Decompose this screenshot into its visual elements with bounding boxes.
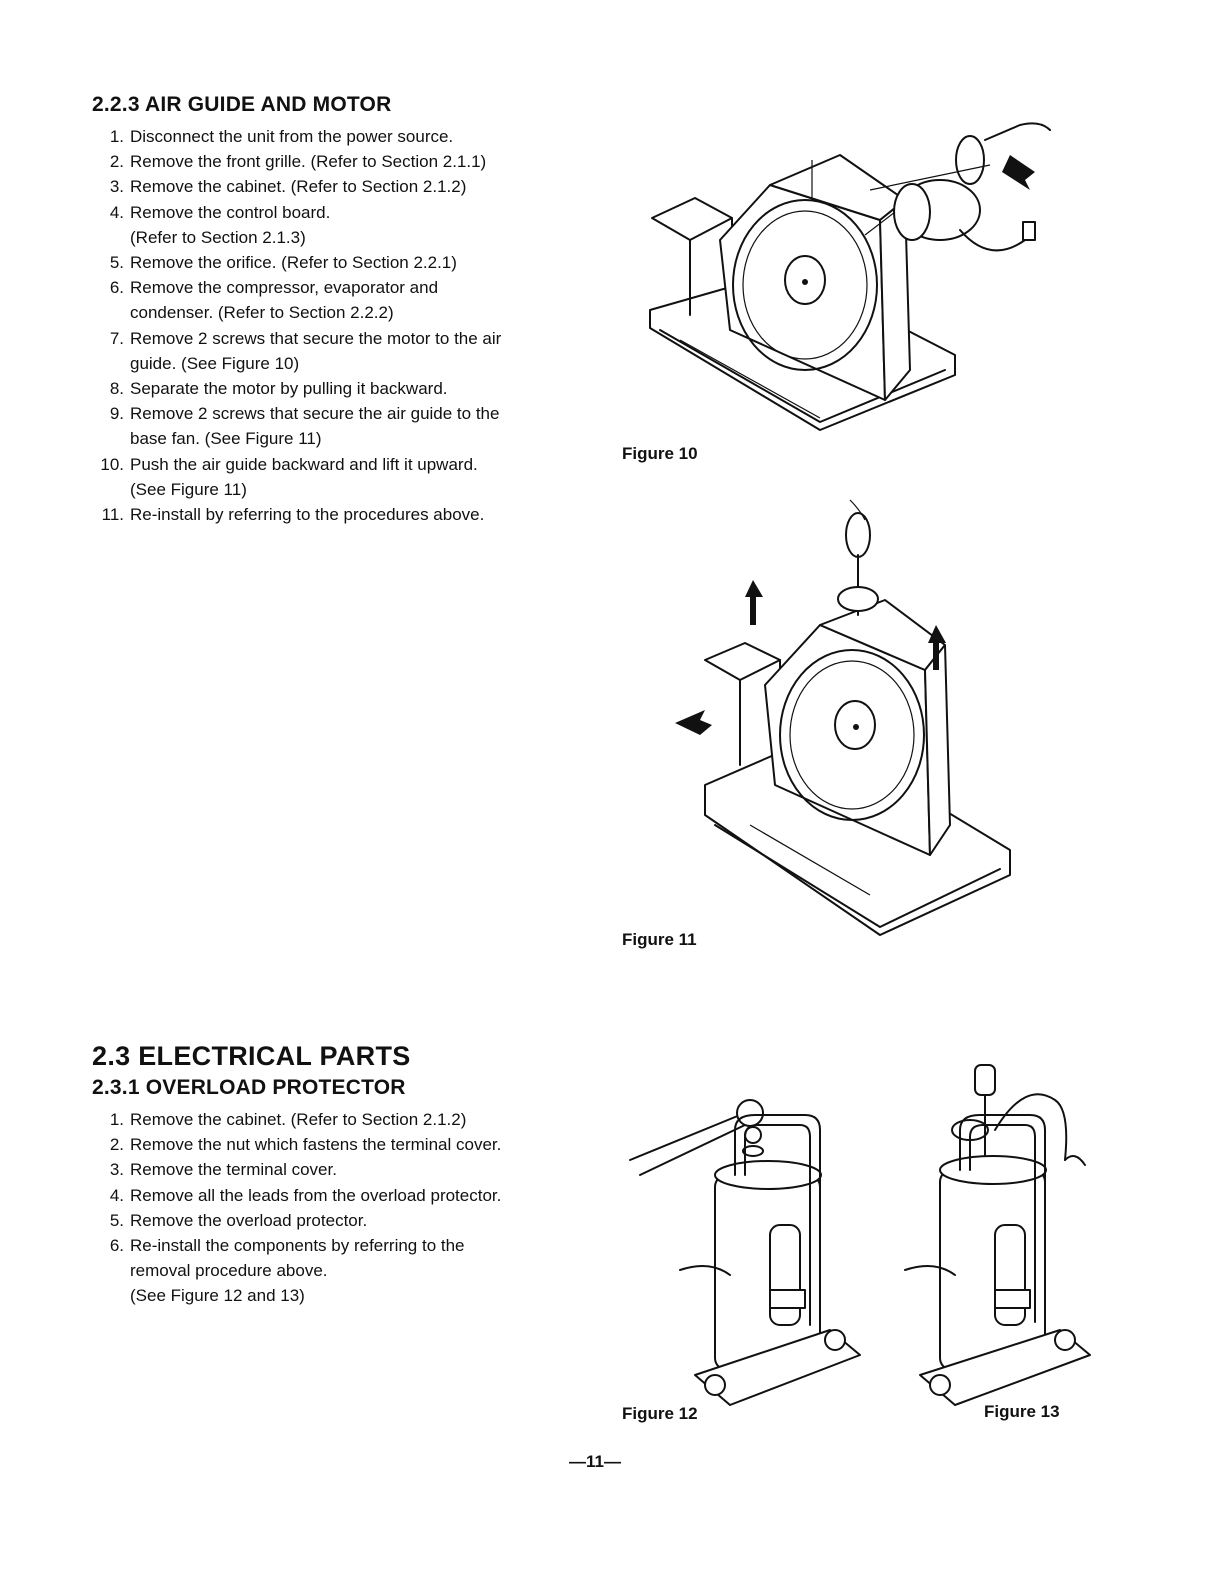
step-text: Re-install by referring to the procedure… [130,505,485,525]
step-number: 2. [109,1135,124,1155]
step-number: 2. [109,152,124,172]
step-item: 4. Remove all the leads from the overload… [100,1183,580,1208]
step-text: Re-install the components by referring t… [130,1236,465,1306]
step-number: 3. [109,1160,124,1180]
step-item: 7. Remove 2 screws that secure the motor … [100,326,580,376]
step-number: 6. [109,278,124,298]
step-item: 2. Remove the nut which fastens the termi… [100,1132,580,1157]
step-text: Disconnect the unit from the power sourc… [130,127,454,146]
step-text: Remove the nut which fastens the termina… [130,1135,502,1155]
step-text: Remove the terminal cover. [130,1160,337,1180]
step-text: Remove the compressor, evaporator and co… [130,278,439,323]
step-item: 3. Remove the cabinet. (Refer to Section … [100,174,580,199]
step-item: 1. Remove the cabinet. (Refer to Section … [100,1107,580,1132]
step-item: 1. Disconnect the unit from the power sou… [100,124,580,149]
step-number: 5. [109,1210,124,1230]
step-number: 10. [100,454,124,474]
figure-13-caption: Figure 13 [984,1402,1060,1421]
air-guide-motor-steps: 1. Disconnect the unit from the power sou… [100,124,580,527]
step-item: 2. Remove the front grille. (Refer to Sec… [100,149,580,174]
section-heading-air-guide-motor: 2.2.3 AIR GUIDE AND MOTOR [92,93,392,116]
step-text: Push the air guide backward and lift it … [130,454,478,499]
step-item: 3. Remove the terminal cover. [100,1157,580,1182]
step-item: 4. Remove the control board. (Refer to Se… [100,200,580,250]
section-heading-electrical-parts: 2.3 ELECTRICAL PARTS [92,1041,411,1071]
step-number: 8. [109,379,124,399]
step-number: 11. [101,505,124,525]
step-number: 1. [109,1110,124,1129]
step-number: 5. [109,253,124,273]
step-item: 5. Remove the overload protector. [100,1208,580,1233]
step-text: Remove the overload protector. [130,1210,368,1230]
step-text: Separate the motor by pulling it backwar… [130,379,448,399]
step-text: Remove all the leads from the overload p… [130,1185,502,1205]
step-number: 4. [109,202,124,222]
step-item: 10. Push the air guide backward and lift … [100,452,580,502]
page-number: —11— [569,1452,621,1471]
figure-10-caption: Figure 10 [622,444,698,463]
step-item: 9. Remove 2 screws that secure the air gu… [100,401,580,451]
step-item: 5. Remove the orifice. (Refer to Section … [100,250,580,275]
step-number: 6. [109,1236,124,1256]
step-number: 7. [109,328,124,348]
figure-10-illustration [649,122,1051,431]
step-text: Remove 2 screws that secure the air guid… [130,404,500,449]
overload-protector-steps: 1. Remove the cabinet. (Refer to Section … [100,1107,580,1309]
step-number: 9. [109,404,124,424]
step-text: Remove the front grille. (Refer to Secti… [130,152,487,172]
section-heading-overload-protector: 2.3.1 OVERLOAD PROTECTOR [92,1076,406,1099]
figure-13-illustration [904,1064,1091,1406]
step-item: 11. Re-install by referring to the proced… [100,502,580,527]
step-text: Remove the cabinet. (Refer to Section 2.… [130,1110,467,1129]
figure-11-illustration [675,499,1011,936]
step-text: Remove the cabinet. (Refer to Section 2.… [130,177,467,197]
step-item: 6. Re-install the components by referring… [100,1233,580,1309]
step-number: 4. [109,1185,124,1205]
step-item: 8. Separate the motor by pulling it backw… [100,376,580,401]
step-item: 6. Remove the compressor, evaporator and … [100,275,580,325]
step-text: Remove the control board. (Refer to Sect… [130,202,331,247]
step-text: Remove 2 screws that secure the motor to… [130,328,502,373]
figure-12-caption: Figure 12 [622,1404,698,1423]
step-number: 3. [109,177,124,197]
figure-11-caption: Figure 11 [622,930,697,949]
step-number: 1. [109,127,124,146]
figure-12-illustration [629,1099,861,1406]
step-text: Remove the orifice. (Refer to Section 2.… [130,253,457,273]
